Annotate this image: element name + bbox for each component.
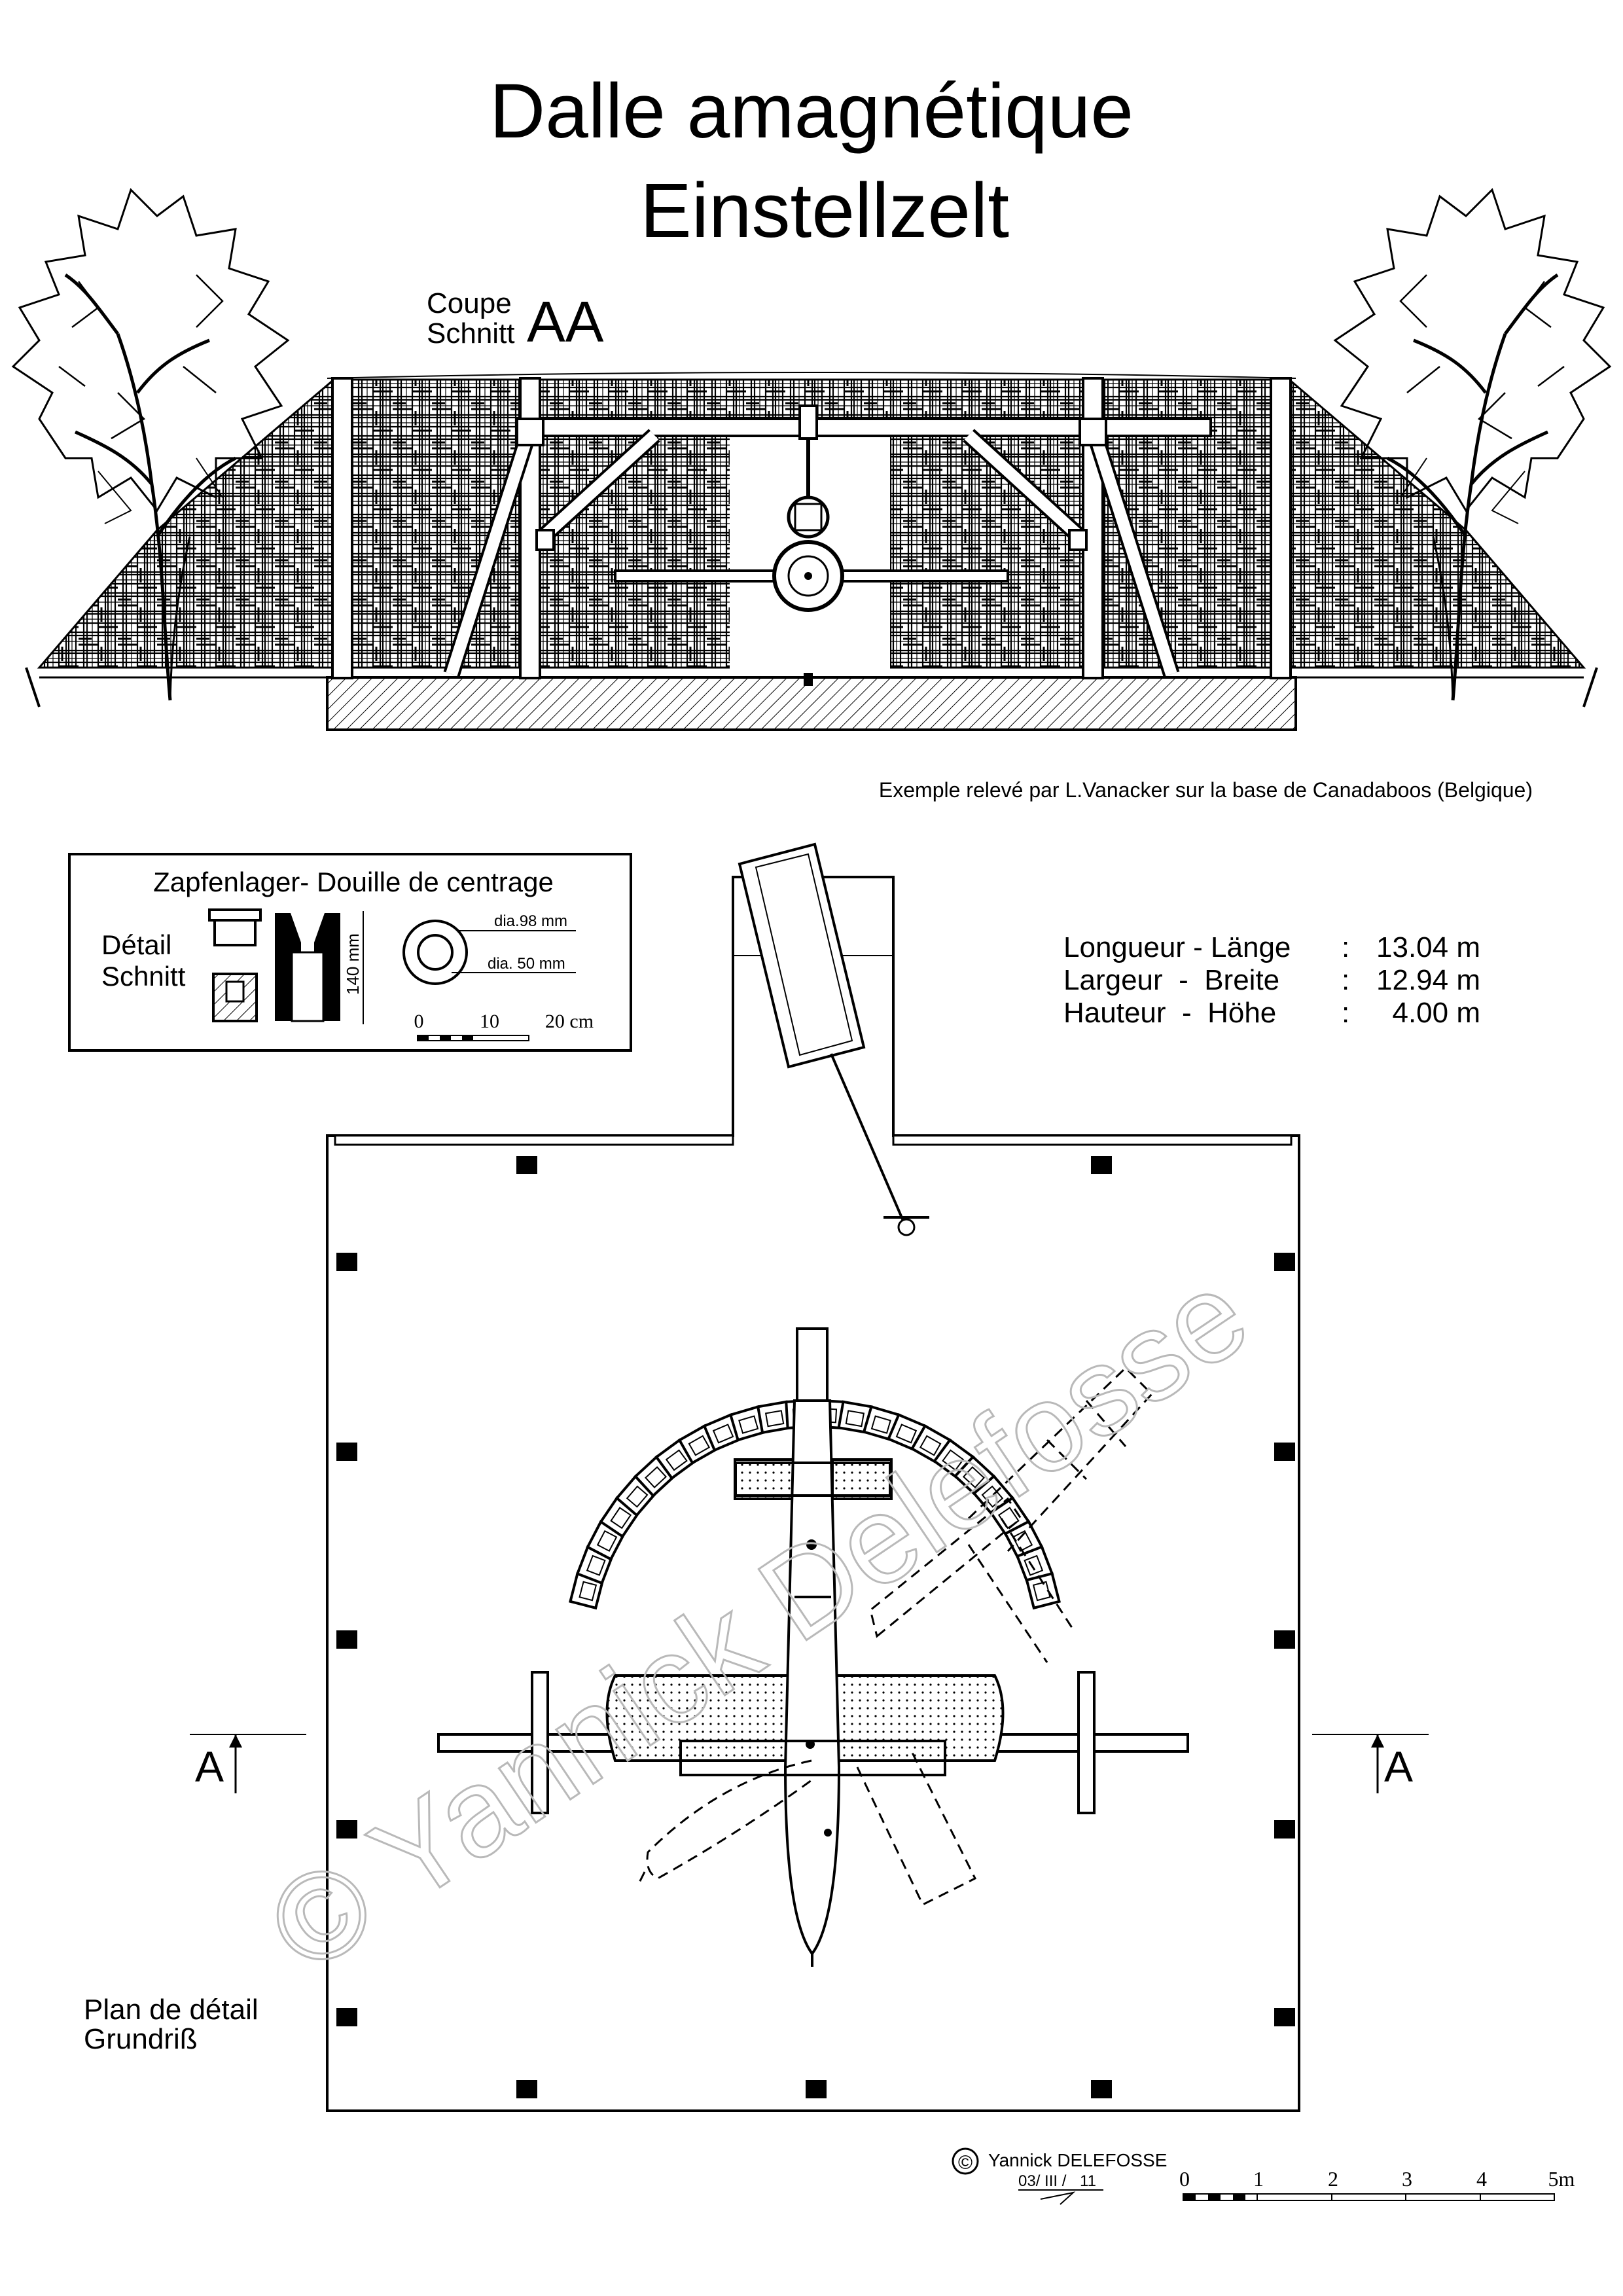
dimensions-table: Longueur - Länge : 13.04 m Largeur - Bre…: [1063, 931, 1480, 1029]
detail-inner-dia: dia. 50 mm: [488, 955, 565, 973]
scale-tick-3: 3: [1402, 2167, 1412, 2191]
detail-scale-tick-1: 10: [480, 1011, 499, 1032]
watermark: © Yannick Delefosse: [245, 1244, 1271, 1999]
detail-label-de: Schnitt: [101, 961, 186, 992]
section-cut-right: A: [1312, 1734, 1429, 1793]
detail-label-fr: Détail: [101, 929, 171, 960]
detail-scale-tick-2: 20 cm: [545, 1011, 594, 1032]
tow-bar: [738, 842, 929, 1236]
signature-date: 03/ III /: [1018, 2172, 1067, 2190]
dim-sep-width: :: [1342, 964, 1349, 996]
concrete-slab: [326, 676, 1297, 731]
source-note: Exemple relevé par L.Vanacker sur la bas…: [879, 778, 1533, 802]
arc-block: [1025, 1571, 1061, 1610]
dim-sep-length: :: [1342, 931, 1349, 963]
dim-label-width: Largeur - Breite: [1063, 964, 1279, 996]
swing-positions: [637, 1366, 1154, 1907]
aircraft: [679, 1327, 946, 1967]
copyright-symbol: ©: [958, 2152, 972, 2174]
copyright-icon: [952, 2147, 979, 2175]
dim-value-length: 13.04 m: [1376, 931, 1480, 963]
scale-tick-1: 1: [1253, 2167, 1264, 2191]
section-id: AA: [527, 289, 604, 354]
arrow-up-icon: [1371, 1734, 1384, 1748]
block-arc: [569, 1399, 1061, 1610]
detail-box: Zapfenlager- Douille de centrage Détail …: [68, 853, 632, 1052]
signature-author: Yannick DELEFOSSE: [988, 2150, 1167, 2170]
section-drawing: [25, 372, 1598, 731]
plan-label-line-2: Grundriß: [84, 2023, 198, 2055]
main-scale: 0 1 2 3 4 5m: [1179, 2167, 1575, 2201]
dim-sep-height: :: [1342, 997, 1349, 1029]
arc-block: [728, 1405, 768, 1442]
scale-tick-5: 5m: [1548, 2167, 1575, 2191]
signature-year: 11: [1080, 2172, 1096, 2190]
section-marker-left: A: [195, 1742, 224, 1791]
section-marker-right: A: [1384, 1742, 1413, 1791]
detail-height-dim: 140 mm: [343, 933, 363, 995]
detail-scale-tick-0: 0: [414, 1011, 424, 1032]
scale-tick-4: 4: [1476, 2167, 1487, 2191]
dim-value-width: 12.94 m: [1376, 964, 1480, 996]
plan-drawing: A A: [190, 842, 1429, 2112]
detail-title: Zapfenlager- Douille de centrage: [153, 867, 554, 897]
title-line-1: Dalle amagnétique: [490, 68, 1133, 154]
arc-block: [756, 1400, 793, 1435]
section-label-de: Schnitt: [427, 317, 515, 350]
section-cut-left: A: [190, 1734, 306, 1793]
scale-tick-0: 0: [1179, 2167, 1190, 2191]
dim-value-height: 4.00 m: [1392, 997, 1480, 1029]
title-line-2: Einstellzelt: [640, 168, 1009, 254]
dim-label-length: Longueur - Länge: [1063, 931, 1291, 963]
detail-scale: 0 10 20 cm: [414, 1011, 594, 1041]
section-label-fr: Coupe: [427, 287, 512, 319]
detail-outer-dia: dia.98 mm: [494, 912, 567, 930]
signature: © Yannick DELEFOSSE 03/ III / 11: [952, 2147, 1167, 2205]
plan-label-line-1: Plan de détail: [84, 1994, 259, 2026]
arc-block: [837, 1400, 874, 1435]
dim-label-height: Hauteur - Höhe: [1063, 997, 1276, 1029]
arrow-up-icon: [229, 1734, 242, 1748]
scale-tick-2: 2: [1328, 2167, 1338, 2191]
